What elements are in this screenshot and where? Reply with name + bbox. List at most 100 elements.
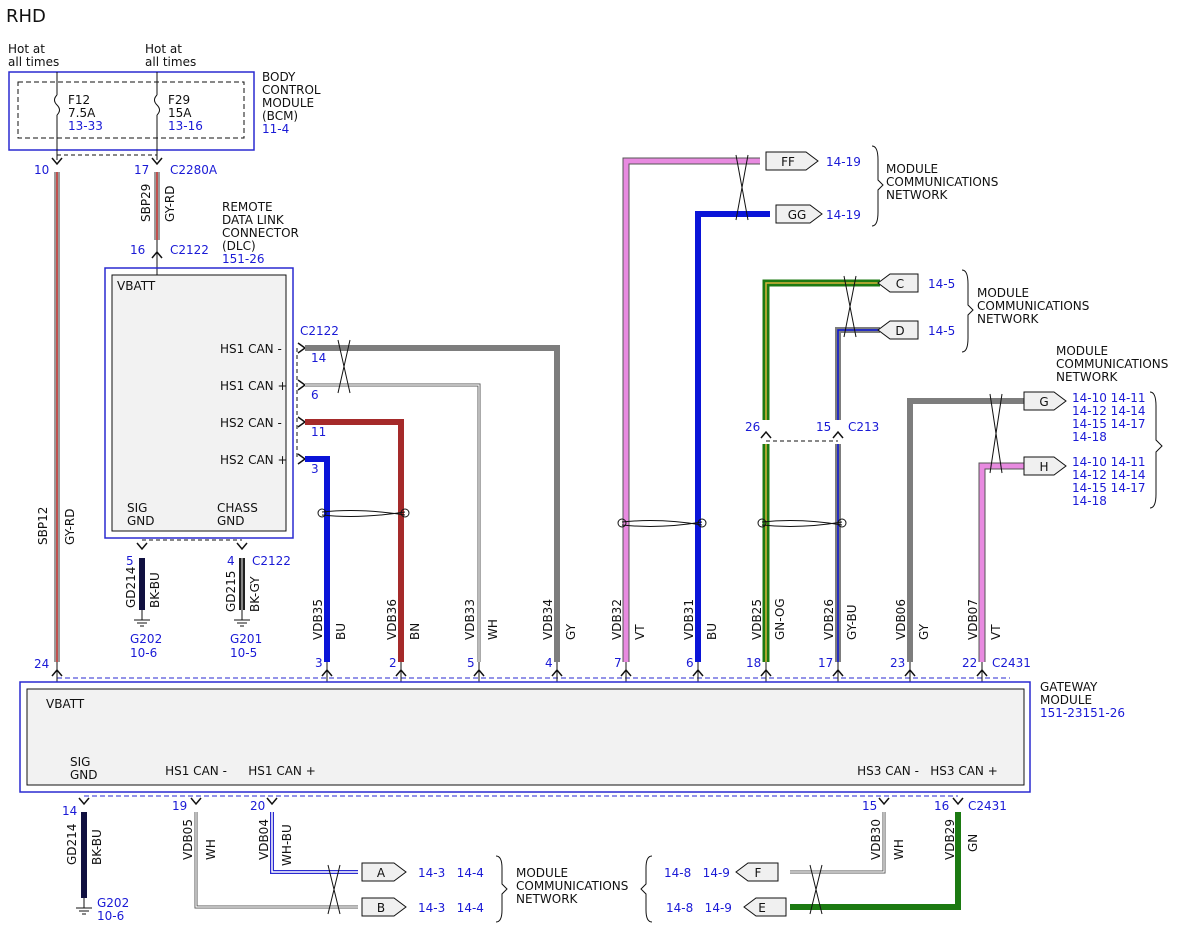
gnd-g201-loc: G201 [230, 632, 262, 646]
gw-wire-color: GY [564, 623, 578, 640]
dlc-sig-gnd-2: GND [127, 514, 155, 528]
gw-sig-gnd-1: SIG [70, 755, 90, 769]
gw-vbatt: VBATT [46, 697, 85, 711]
flag-d-id: D [895, 324, 904, 338]
flag-f [735, 862, 779, 882]
brace-icon [871, 145, 884, 227]
gateway-outer-box [19, 681, 1031, 793]
gnd-gd214b-color: BK-BU [90, 829, 104, 865]
bcm-name-1: BODY [262, 70, 296, 84]
gw-wire-circuit: VDB31 [682, 599, 696, 640]
flag-b-id: B [377, 901, 385, 915]
gw-wire-circuit: VDB07 [966, 599, 980, 640]
brace-icon [640, 855, 653, 923]
gnd-gd214-circuit: GD214 [124, 567, 138, 608]
gateway-bottom-arrows [78, 797, 964, 806]
gateway-top-arrows [51, 662, 988, 682]
dlc-name-4: (DLC) [222, 239, 256, 253]
flag-e [743, 897, 787, 917]
flag-e-ref: 14-8 14-9 [666, 901, 732, 915]
connector-arrow-icon [297, 416, 307, 428]
connector-arrow-icon [297, 342, 307, 354]
dlc-pin-16: 16 [130, 243, 145, 257]
dlc-outer-box [104, 267, 294, 539]
flag-g [1023, 391, 1067, 411]
wire-vdb31 [695, 211, 770, 662]
dlc-pin-3: 3 [311, 462, 319, 476]
brace-icon [495, 855, 508, 923]
gnd-g201-ref: 10-5 [230, 646, 257, 660]
gw-wire-color: VT [633, 624, 647, 640]
gw-wire-pin: 22 [962, 656, 977, 670]
gw-wire-circuit: VDB26 [822, 599, 836, 640]
flag-g-ref-4: 14-18 [1072, 430, 1107, 444]
flag-c [877, 273, 919, 293]
fuse-f12-ref: 13-33 [68, 119, 103, 133]
wire-vdb29-circuit: VDB29 [943, 819, 957, 860]
connector-arrow-icon [51, 157, 63, 166]
mcn-3-line1: MODULE [1056, 344, 1108, 358]
flag-ff [765, 151, 819, 171]
dlc-pin-6: 6 [311, 388, 319, 402]
gnd-g202-loc: G202 [130, 632, 162, 646]
connector-arrow-icon [297, 379, 307, 391]
gnd-gd214-color: BK-BU [148, 572, 162, 608]
gw-wire-circuit: VDB35 [311, 599, 325, 640]
flag-g-ref-1: 14-10 14-11 [1072, 391, 1146, 405]
gw-pin-24: 24 [34, 657, 49, 671]
gw-bottom-hs3-pos: HS3 CAN + [930, 764, 998, 778]
mcn-3-line2: COMMUNICATIONS [1056, 357, 1168, 371]
dlc-pin-chass: 4 [227, 554, 235, 568]
fuse-f29-ref: 13-16 [168, 119, 203, 133]
gw-wire-color: GY [917, 623, 931, 640]
bcm-connector: C2280A [170, 163, 218, 177]
twist-icon [621, 520, 703, 527]
gw-bottom-pin-15: 15 [862, 799, 877, 813]
dlc-pin-label-hs2-neg: HS2 CAN - [220, 416, 282, 430]
gw-bottom-pin-14: 14 [62, 804, 77, 818]
gw-wire-color: GN-OG [773, 598, 787, 640]
wire-vdb32 [622, 157, 760, 662]
wire-vdb29 [790, 812, 961, 910]
gw-bottom-pin-16: 16 [934, 799, 949, 813]
wire-vdb34 [305, 345, 560, 662]
flag-c-id: C [896, 277, 904, 291]
flag-a [361, 862, 407, 882]
bcm-pin-10: 10 [34, 163, 49, 177]
twist-icon [327, 864, 341, 915]
gw-wire-pin: 17 [818, 656, 833, 670]
ground-icon [76, 898, 92, 915]
mcn-2-line2: COMMUNICATIONS [977, 299, 1089, 313]
dlc-pin-sig: 5 [126, 554, 134, 568]
twist-icon [989, 393, 1003, 474]
flag-h-ref-1: 14-10 14-11 [1072, 455, 1146, 469]
fuse-f29-icon [154, 94, 160, 116]
gw-wire-pin: 6 [686, 656, 694, 670]
flag-b [361, 897, 407, 917]
gw-wire-circuit: VDB36 [385, 599, 399, 640]
mcn-4-line1: MODULE [516, 866, 568, 880]
wire-vdb06 [907, 398, 1026, 662]
gnd-g202b-ref: 10-6 [97, 909, 124, 923]
ground-icon [234, 610, 250, 627]
gnd-gd214b-circuit: GD214 [65, 824, 79, 865]
twist-icon [337, 339, 351, 394]
flag-h-id: H [1039, 460, 1048, 474]
flag-h-ref-2: 14-12 14-14 [1072, 468, 1146, 482]
gw-wire-circuit: VDB33 [463, 599, 477, 640]
flag-gg-ref: 14-19 [826, 208, 861, 222]
gw-wire-circuit: VDB34 [541, 599, 555, 640]
c213-pin-26: 26 [745, 420, 760, 434]
gw-name-1: GATEWAY [1040, 680, 1098, 694]
gw-wire-color: WH [486, 619, 500, 640]
dlc-name-1: REMOTE [222, 200, 273, 214]
twist-icon [735, 154, 749, 221]
flag-f-id: F [755, 866, 762, 880]
gw-conn-bottom: C2431 [968, 799, 1007, 813]
fuse-f12-rating: 7.5A [68, 106, 96, 120]
gw-wire-color: BU [705, 623, 719, 640]
wire-sbp12-circuit: SBP12 [36, 507, 50, 545]
mcn-4-line3: NETWORK [516, 892, 579, 906]
gw-wire-pin: 4 [545, 656, 553, 670]
